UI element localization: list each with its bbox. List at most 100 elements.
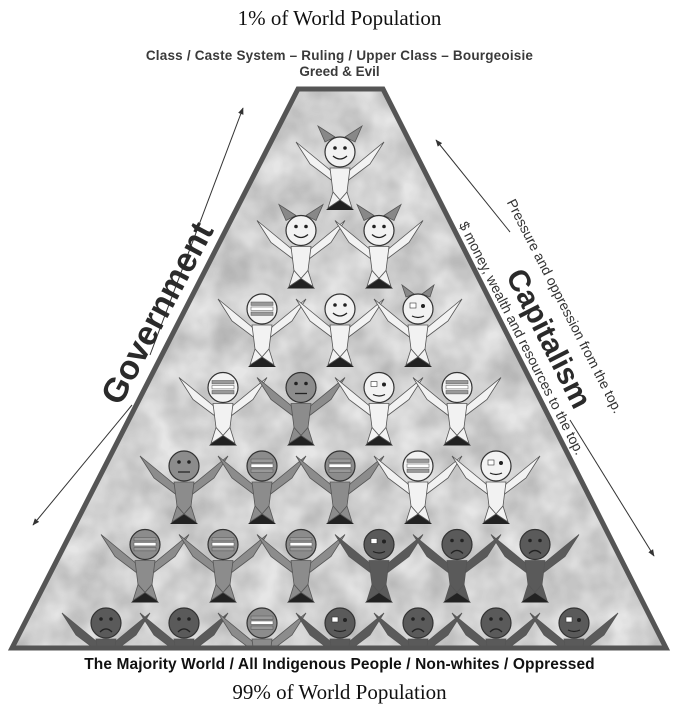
eye-icon <box>370 538 378 544</box>
figure-leg <box>339 191 353 209</box>
eye-icon <box>187 617 191 621</box>
figure-leg <box>456 426 470 445</box>
horn-icon <box>356 203 375 222</box>
figure-leg <box>522 583 536 602</box>
face-stripe <box>133 542 157 547</box>
figure-base <box>209 590 237 603</box>
figure-base <box>326 512 354 524</box>
mouth-icon <box>99 628 113 633</box>
top-caption: 1% of World Population <box>237 6 442 30</box>
figure-leg <box>183 505 197 523</box>
face-stripe <box>445 385 469 390</box>
person-figure <box>412 371 502 446</box>
eye-icon <box>343 618 347 622</box>
bottom-label: The Majority World / All Indigenous Peop… <box>84 656 595 673</box>
figure-head <box>285 371 317 404</box>
face-stripe <box>211 385 235 390</box>
face-stripe <box>406 458 430 463</box>
horn-icon <box>344 124 363 143</box>
person-figure <box>139 450 229 524</box>
eye-icon <box>333 146 337 150</box>
person-figure <box>100 528 190 603</box>
person-figure <box>178 528 268 603</box>
face-stripe <box>211 547 235 552</box>
face-stripe <box>289 542 313 547</box>
figure-leg <box>249 505 263 523</box>
face-stripe <box>211 380 235 385</box>
figure-right-arm <box>423 612 463 648</box>
figure-leg <box>444 583 458 602</box>
figure-leg <box>495 505 509 523</box>
eye-icon <box>304 224 308 229</box>
figure-base <box>443 433 471 446</box>
figure-head <box>90 607 122 639</box>
face-stripe <box>211 542 235 547</box>
figure-leg <box>405 505 419 523</box>
eye-icon <box>499 617 503 621</box>
figure-leg <box>222 583 236 602</box>
eye-icon <box>460 538 464 543</box>
figure-leg <box>366 583 380 602</box>
mouth-icon <box>528 549 542 554</box>
mouth-icon <box>411 628 425 633</box>
figure-leg <box>132 583 146 602</box>
eye-icon <box>577 618 581 622</box>
figure-head <box>558 607 590 639</box>
face-stripe <box>250 463 274 468</box>
face-stripe <box>445 390 469 395</box>
face-stripe <box>406 463 430 468</box>
mouth-icon <box>371 233 387 239</box>
figure-left-arm <box>373 612 413 648</box>
figure-leg <box>378 583 392 602</box>
top-label-line2: Greed & Evil <box>299 64 380 79</box>
person-figure <box>490 528 580 603</box>
face-stripe <box>445 380 469 385</box>
face-stripe <box>250 620 274 625</box>
figure-leg <box>444 426 458 445</box>
face-stripe <box>250 625 274 630</box>
eye-icon <box>187 460 191 464</box>
figure-leg <box>327 505 341 523</box>
figure-right-arm <box>267 612 307 648</box>
mouth-icon <box>567 629 581 633</box>
arrow-right-down-icon <box>569 419 655 557</box>
figure-base <box>521 590 549 603</box>
pyramid-outline <box>7 86 671 651</box>
face-stripe <box>406 468 430 473</box>
person-figure <box>295 124 385 210</box>
figure-leg <box>222 426 236 445</box>
face-stripe <box>133 537 157 542</box>
face-stripe <box>289 547 313 552</box>
eye-icon <box>294 381 298 386</box>
face-stripe <box>211 390 235 395</box>
eye-icon <box>177 460 181 464</box>
figure-leg <box>417 505 431 523</box>
figure-head <box>285 214 317 247</box>
figure-leg <box>483 505 497 523</box>
eye-icon <box>409 302 417 309</box>
figure-head <box>168 607 200 639</box>
arrow-right-up-icon <box>435 139 511 233</box>
face-stripe <box>328 468 352 473</box>
mouth-icon <box>489 628 503 633</box>
person-figure <box>295 293 385 367</box>
horn-icon <box>383 203 402 222</box>
figure-leg <box>300 583 314 602</box>
figure-head <box>402 293 434 325</box>
eye-icon <box>304 381 308 386</box>
eye-icon <box>565 616 573 623</box>
figure-leg <box>144 583 158 602</box>
top-label-line1: Class / Caste System – Ruling / Upper Cl… <box>145 48 534 63</box>
figure-head <box>363 528 395 561</box>
person-figure <box>217 450 307 524</box>
figure-base <box>326 198 354 210</box>
figure-base <box>365 590 393 603</box>
eye-icon <box>382 382 386 387</box>
eye-icon <box>370 381 378 387</box>
figure-base <box>287 433 315 446</box>
figure-right-arm <box>501 612 541 648</box>
figure-base <box>365 276 393 289</box>
figure-right-arm <box>189 612 229 648</box>
eye-icon <box>109 617 113 621</box>
figure-leg <box>366 269 380 288</box>
